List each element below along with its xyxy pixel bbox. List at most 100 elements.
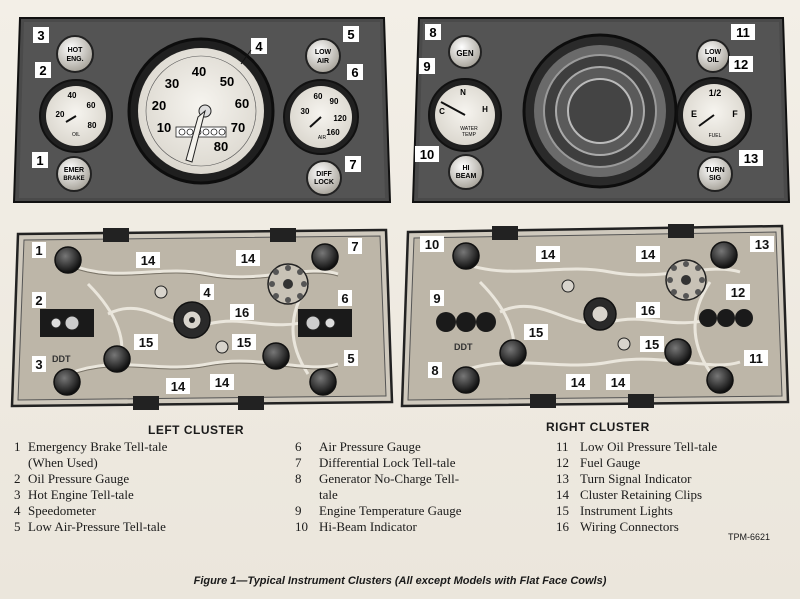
callout-14: 14 <box>641 247 656 262</box>
hot-engine-telltale: HOT ENG. <box>56 35 94 73</box>
callout-7: 7 <box>349 157 356 172</box>
low-oil-telltale: LOW OIL <box>696 39 730 73</box>
right-cluster-front: GEN 8 C N H WATER TEMP 9 HI BEAM 10 <box>411 17 791 203</box>
svg-text:60: 60 <box>87 101 96 110</box>
svg-text:LOW: LOW <box>315 49 332 56</box>
callout-2: 2 <box>35 293 42 308</box>
svg-text:160: 160 <box>326 128 340 137</box>
diff-lock-telltale: DIFF LOCK <box>306 160 342 196</box>
callout-12: 12 <box>734 57 748 72</box>
callout-14: 14 <box>571 375 586 390</box>
callout-1: 1 <box>36 153 43 168</box>
speedometer: 10 20 30 40 50 60 70 80 <box>127 37 275 185</box>
svg-text:20: 20 <box>152 98 166 113</box>
svg-text:LOCK: LOCK <box>314 179 334 186</box>
callout-3: 3 <box>35 357 42 372</box>
hi-beam-indicator: HI BEAM <box>448 154 484 190</box>
callout-14: 14 <box>141 253 156 268</box>
tpm-code: TPM-6621 <box>728 532 771 542</box>
right-cluster-label: RIGHT CLUSTER <box>546 420 650 434</box>
engine-temperature-gauge: C N H WATER TEMP <box>428 78 502 152</box>
svg-text:E: E <box>691 109 697 119</box>
svg-text:60: 60 <box>235 96 249 111</box>
emergency-brake-telltale: EMER BRAKE <box>56 156 92 192</box>
svg-text:80: 80 <box>88 121 97 130</box>
svg-text:120: 120 <box>333 114 347 123</box>
svg-text:OIL: OIL <box>707 57 719 64</box>
callout-13: 13 <box>755 237 769 252</box>
callout-14: 14 <box>215 375 230 390</box>
svg-text:90: 90 <box>330 97 339 106</box>
callout-11: 11 <box>736 25 750 40</box>
callout-14: 14 <box>541 247 556 262</box>
oil-pressure-gauge: 20 40 60 80 OIL <box>39 79 113 153</box>
callout-3: 3 <box>37 28 44 43</box>
svg-text:30: 30 <box>301 107 310 116</box>
svg-text:LOW: LOW <box>705 49 722 56</box>
callout-13: 13 <box>744 151 758 166</box>
svg-text:80: 80 <box>214 139 228 154</box>
callout-11: 11 <box>749 351 763 366</box>
svg-text:10: 10 <box>157 120 171 135</box>
left-cluster-front: HOT ENG. 3 20 40 60 80 OIL 2 EMER BRAKE … <box>12 17 392 203</box>
svg-text:60: 60 <box>314 92 323 101</box>
svg-text:F: F <box>732 109 738 119</box>
svg-text:SIG: SIG <box>709 175 722 182</box>
legend-item: (When Used) <box>28 455 98 470</box>
low-air-telltale: LOW AIR <box>305 38 341 74</box>
svg-text:TEMP: TEMP <box>462 132 477 138</box>
svg-text:HI: HI <box>463 165 470 172</box>
callout-14: 14 <box>171 379 186 394</box>
svg-text:DIFF: DIFF <box>316 171 332 178</box>
svg-text:AIR: AIR <box>317 58 329 65</box>
callout-15: 15 <box>645 337 659 352</box>
svg-text:GEN: GEN <box>456 49 474 58</box>
callout-14: 14 <box>241 251 256 266</box>
callout-9: 9 <box>433 291 440 306</box>
svg-text:BRAKE: BRAKE <box>63 176 84 182</box>
callout-10: 10 <box>420 147 434 162</box>
svg-text:C: C <box>439 107 445 116</box>
figure-caption: Figure 1—Typical Instrument Clusters (Al… <box>193 575 607 587</box>
left-cluster-back: DDT 1 14 14 7 2 4 16 6 15 15 3 5 <box>10 228 394 410</box>
left-cluster-label: LEFT CLUSTER <box>148 423 244 437</box>
blank-dial-cover <box>522 33 678 189</box>
svg-text:BEAM: BEAM <box>456 173 477 180</box>
svg-text:OIL: OIL <box>72 132 80 138</box>
callout-12: 12 <box>731 285 745 300</box>
callout-1: 1 <box>35 243 42 258</box>
ddt-stamp: DDT <box>52 354 71 364</box>
legend-item: tale <box>319 487 338 502</box>
svg-text:20: 20 <box>56 110 65 119</box>
callout-4: 4 <box>203 285 211 300</box>
callout-15: 15 <box>237 335 251 350</box>
svg-text:FUEL: FUEL <box>709 133 722 139</box>
callout-5: 5 <box>347 27 354 42</box>
svg-text:H: H <box>482 105 488 114</box>
callout-10: 10 <box>425 237 439 252</box>
generator-telltale: GEN <box>448 35 482 69</box>
svg-text:TURN: TURN <box>705 167 724 174</box>
callout-9: 9 <box>423 59 430 74</box>
callout-6: 6 <box>351 65 358 80</box>
svg-text:70: 70 <box>231 120 245 135</box>
callout-4: 4 <box>255 39 263 54</box>
callout-5: 5 <box>347 351 354 366</box>
turn-signal-indicator: TURN SIG <box>697 156 733 192</box>
svg-text:AIR: AIR <box>318 135 327 141</box>
svg-text:1/2: 1/2 <box>709 88 722 98</box>
